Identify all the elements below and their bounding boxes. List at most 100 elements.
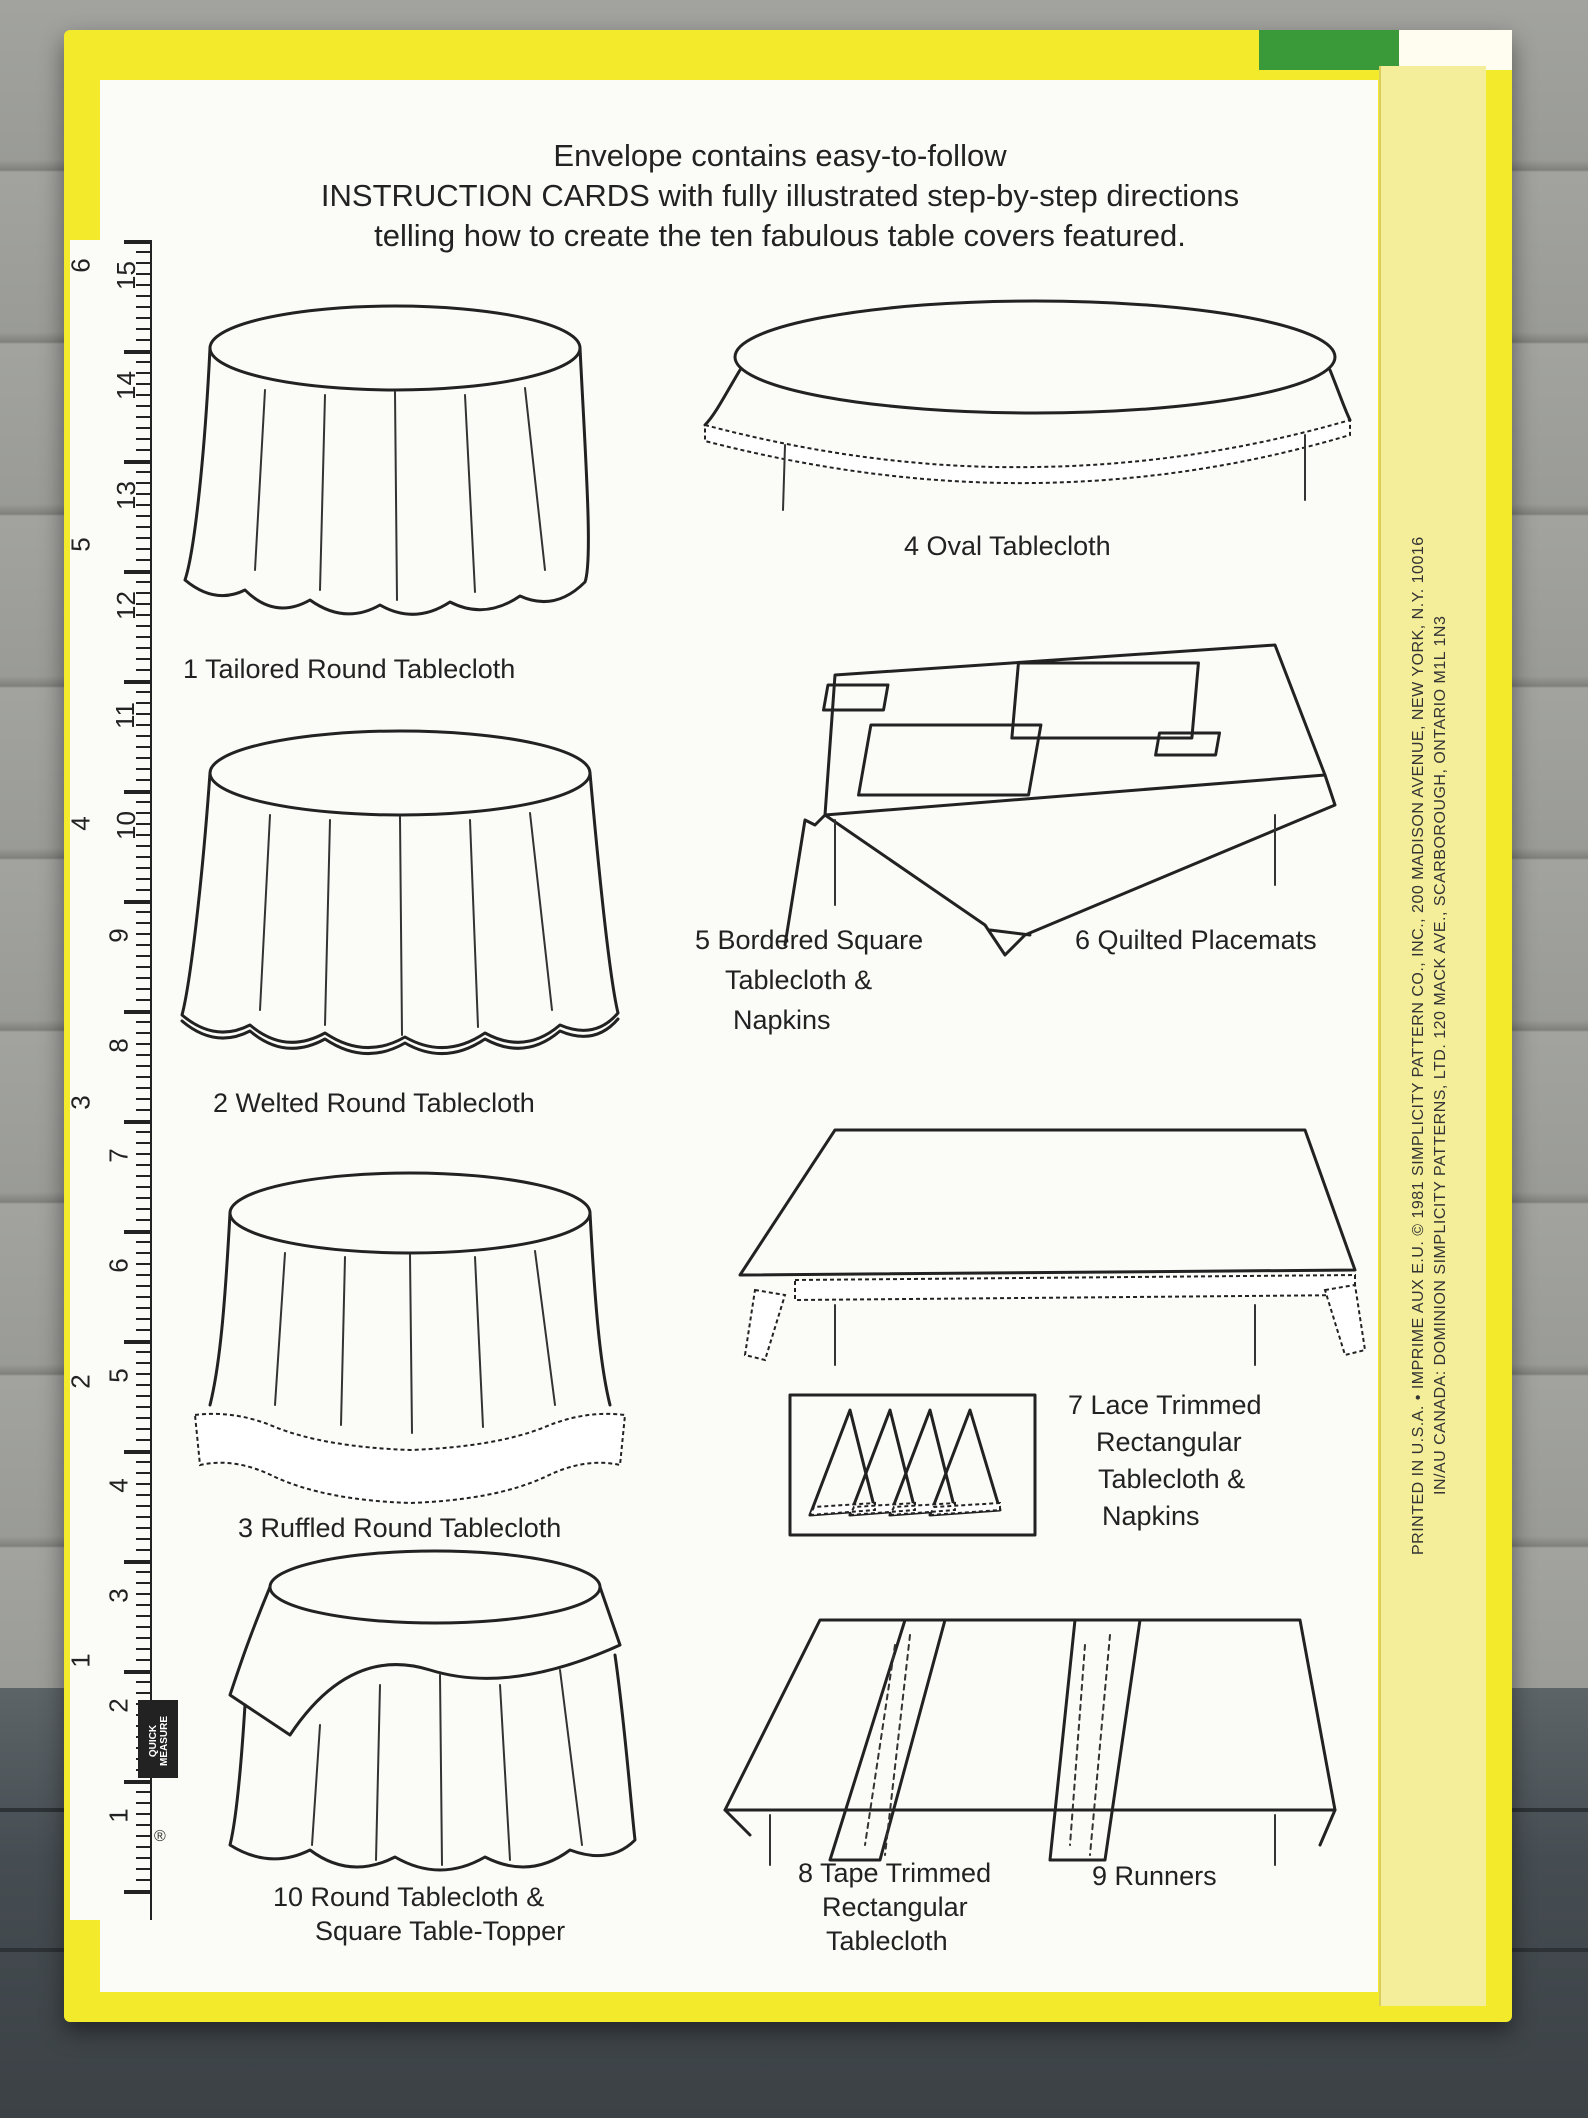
ruler-cm-label: 3 <box>103 1588 134 1603</box>
ruler-minor-tick <box>136 1835 150 1837</box>
item-10-caption: 10 Round Tablecloth & Square Table-Toppe… <box>273 1880 565 1948</box>
item-9-caption: 9 Runners <box>1092 1861 1217 1891</box>
ruler-minor-tick <box>136 427 150 429</box>
item-7-line-3: Tablecloth & <box>1098 1464 1246 1494</box>
ruler-minor-tick <box>136 911 150 913</box>
ruler-minor-tick <box>136 339 150 341</box>
ruler-minor-tick <box>136 1461 150 1463</box>
ruler-cm-label: 9 <box>103 928 134 943</box>
ruler-minor-tick <box>136 801 150 803</box>
item-3-caption: 3 Ruffled Round Tablecloth <box>238 1513 562 1543</box>
ruler-major-tick <box>124 1340 150 1344</box>
ruffled-round-tablecloth-illustration <box>193 1171 627 1505</box>
ruler-minor-tick <box>136 1043 150 1045</box>
ruler-minor-tick <box>136 372 150 374</box>
ruler-minor-tick <box>136 856 150 858</box>
ruler-minor-tick <box>136 1868 150 1870</box>
ruler-cm-label: 8 <box>103 1038 134 1053</box>
ruler-minor-tick <box>136 317 150 319</box>
ruler-major-tick <box>124 1120 150 1124</box>
ruler-minor-tick <box>136 1802 150 1804</box>
ruler-minor-tick <box>136 1494 150 1496</box>
ruler-inch-label: 4 <box>65 816 96 831</box>
intro-line-2: INSTRUCTION CARDS with fully illustrated… <box>320 178 1240 213</box>
ruler-minor-tick <box>136 306 150 308</box>
ruler-minor-tick <box>136 482 150 484</box>
ruler-minor-tick <box>136 1032 150 1034</box>
ruler-minor-tick <box>136 1252 150 1254</box>
ruler-minor-tick <box>136 394 150 396</box>
welted-round-tablecloth-illustration <box>180 729 620 1055</box>
ruler-minor-tick <box>136 1351 150 1353</box>
ruler-minor-tick <box>136 471 150 473</box>
ruler-minor-tick <box>136 1593 150 1595</box>
ruler-minor-tick <box>136 889 150 891</box>
ruler-major-tick <box>124 1010 150 1014</box>
oval-tablecloth-illustration <box>703 299 1352 511</box>
ruler-minor-tick <box>136 1285 150 1287</box>
ruler-minor-tick <box>136 328 150 330</box>
ruler-minor-tick <box>136 1824 150 1826</box>
ruler-major-tick <box>124 1890 150 1894</box>
ruler-minor-tick <box>136 1659 150 1661</box>
item-10-line-1: 10 Round Tablecloth & <box>273 1882 545 1912</box>
ruler-major-tick <box>124 460 150 464</box>
ruler-minor-tick <box>136 1637 150 1639</box>
intro-line-1: Envelope contains easy-to-follow <box>553 138 1007 173</box>
ruler-inch-label: 1 <box>65 1653 96 1668</box>
ruler-minor-tick <box>136 636 150 638</box>
ruler-minor-tick <box>136 779 150 781</box>
ruler-minor-tick <box>136 1626 150 1628</box>
ruler-major-tick <box>124 680 150 684</box>
ruler-minor-tick <box>136 1175 150 1177</box>
item-2-caption: 2 Welted Round Tablecloth <box>213 1088 535 1118</box>
ruler-inch-label: 2 <box>65 1374 96 1389</box>
ruler-minor-tick <box>136 1384 150 1386</box>
ruler-cm-label: 1 <box>103 1808 134 1823</box>
ruler-cm-label: 7 <box>103 1148 134 1163</box>
ruler-minor-tick <box>136 504 150 506</box>
ruler-minor-tick <box>136 658 150 660</box>
ruler-minor-tick <box>136 416 150 418</box>
ruler-minor-tick <box>136 1527 150 1529</box>
ruler-minor-tick <box>136 1021 150 1023</box>
envelope-back-panel <box>100 80 1378 1992</box>
item-1-caption: 1 Tailored Round Tablecloth <box>183 654 516 684</box>
ruler-minor-tick <box>136 647 150 649</box>
ruler-minor-tick <box>136 933 150 935</box>
ruler-minor-tick <box>136 922 150 924</box>
item-10-line-2: Square Table-Topper <box>315 1916 566 1946</box>
ruler-minor-tick <box>136 1472 150 1474</box>
ruler-minor-tick <box>136 1087 150 1089</box>
ruler-cm-label: 14 <box>110 371 141 400</box>
ruler-major-tick <box>124 1670 150 1674</box>
item-7-caption: 7 Lace Trimmed Rectangular Tablecloth & … <box>1068 1387 1262 1535</box>
item-4-caption: 4 Oval Tablecloth <box>904 531 1111 561</box>
ruler-minor-tick <box>136 262 150 264</box>
envelope-side-fold <box>1379 66 1486 2006</box>
printer-information: PRINTED IN U.S.A. • IMPRIME AUX E.U. © 1… <box>1408 515 1452 1555</box>
intro-text: Envelope contains easy-to-follow INSTRUC… <box>230 136 1330 256</box>
ruler-minor-tick <box>136 251 150 253</box>
ruler-minor-tick <box>136 1373 150 1375</box>
lace-trimmed-napkins-illustration <box>788 1393 1037 1537</box>
ruler-minor-tick <box>136 1208 150 1210</box>
ruler-minor-tick <box>136 977 150 979</box>
ruler-cm-label: 11 <box>110 702 140 729</box>
ruler-cm-label: 12 <box>110 591 141 620</box>
round-tablecloth-square-topper-illustration <box>228 1549 637 1872</box>
ruler-minor-tick <box>136 724 150 726</box>
ruler-minor-tick <box>136 702 150 704</box>
ruler-cm-label: 15 <box>110 261 141 290</box>
ruler-minor-tick <box>136 1065 150 1067</box>
item-7-line-2: Rectangular <box>1096 1427 1242 1457</box>
ruler-minor-tick <box>136 713 150 715</box>
ruler-minor-tick <box>136 735 150 737</box>
ruler-minor-tick <box>136 1692 150 1694</box>
ruler-minor-tick <box>136 768 150 770</box>
ruler-minor-tick <box>136 559 150 561</box>
ruler-minor-tick <box>136 1417 150 1419</box>
ruler-minor-tick <box>136 691 150 693</box>
ruler-minor-tick <box>136 1791 150 1793</box>
